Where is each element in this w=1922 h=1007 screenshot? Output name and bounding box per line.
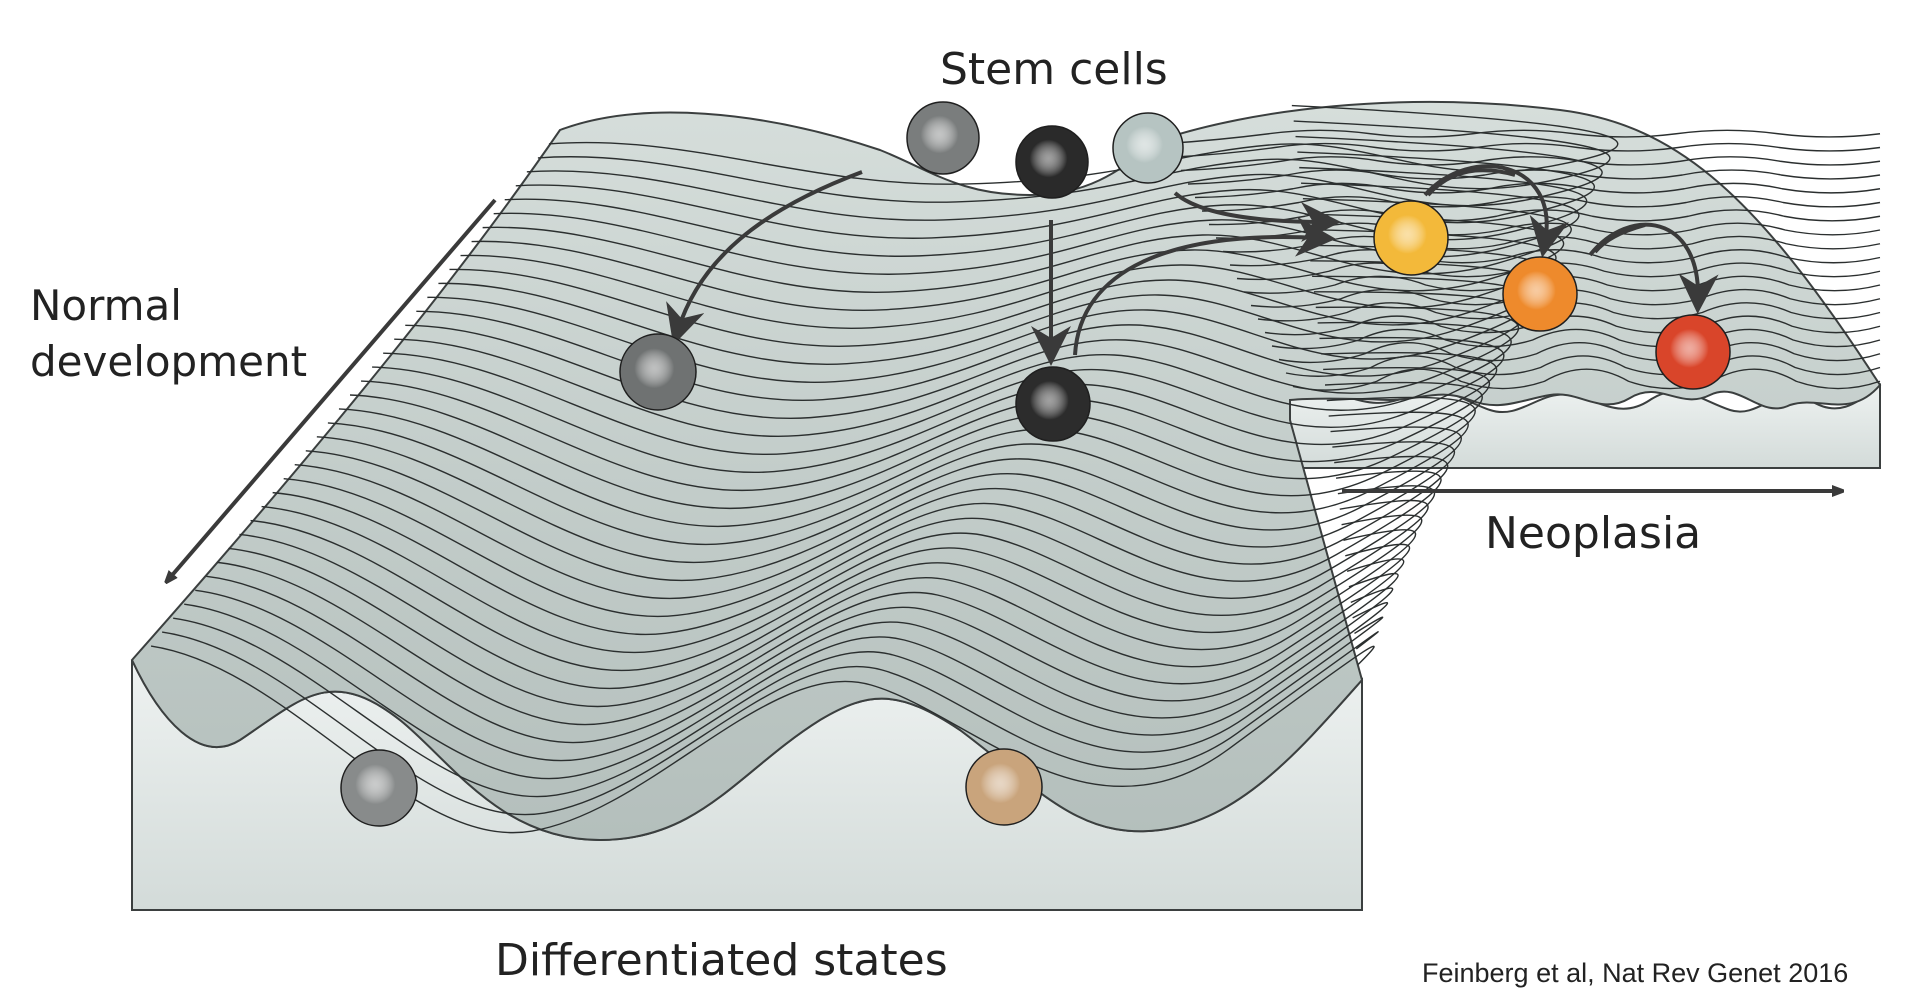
contour-line [283, 470, 1442, 618]
arrow-stem-to-progenitor-gray [666, 170, 863, 346]
neoplastic-yellow-shading [1375, 202, 1447, 274]
arrow-stem-light-to-neoplastic [1173, 191, 1341, 242]
contour-line [206, 572, 1399, 744]
contour-line [1194, 182, 1881, 199]
cells [340, 101, 1731, 827]
contour-lines [150, 104, 1881, 834]
contour-line [261, 499, 1429, 654]
progenitor-gray-shading [621, 335, 695, 409]
contour-line [504, 166, 1588, 257]
differentiated-gray-shading [342, 751, 416, 825]
contour-line [482, 197, 1572, 293]
arrow-progenitor-to-neoplastic [1073, 216, 1336, 356]
contour-line [217, 558, 1405, 726]
contour-line [1180, 156, 1881, 172]
stem-cell-light-shading [1114, 114, 1182, 182]
contour-line [1278, 341, 1881, 364]
contour-line [195, 587, 1394, 762]
stem-cell-black-shading [1017, 127, 1087, 197]
contour-line [394, 321, 1512, 438]
contour-line [1264, 315, 1881, 336]
progenitor-black-shading [1017, 368, 1089, 440]
contour-line [493, 182, 1580, 275]
citation-label: Feinberg et al, Nat Rev Genet 2016 [1422, 958, 1849, 988]
contour-line [250, 514, 1423, 672]
normal-development-arrow [168, 198, 497, 580]
contour-line [372, 352, 1498, 474]
stem-cell-gray-shading [908, 103, 978, 173]
stem-cells-label: Stem cells [940, 44, 1168, 95]
differentiated-states-label: Differentiated states [495, 935, 948, 986]
contour-line [1166, 129, 1881, 145]
normal-development-label: Normal development [30, 281, 308, 386]
contour-line [173, 616, 1384, 798]
contour-line [460, 229, 1557, 330]
contour-line [272, 485, 1435, 636]
contour-line [1187, 169, 1881, 185]
contour-line [1285, 355, 1881, 377]
transition-arrows [666, 164, 1719, 366]
contour-line [1271, 328, 1881, 350]
neoplastic-orange-shading [1504, 258, 1576, 330]
contour-line [537, 120, 1611, 203]
arrow-yellow-loop [1426, 168, 1516, 197]
contour-line [327, 411, 1469, 546]
contour-line [548, 104, 1619, 185]
contour-line [1292, 368, 1881, 391]
contour-line [305, 441, 1456, 582]
differentiated-tan-shading [967, 750, 1041, 824]
arrow-red-to-orange-back [1593, 223, 1646, 254]
neoplastic-red-shading [1657, 316, 1729, 388]
contour-line [239, 529, 1417, 690]
contour-line [184, 601, 1389, 780]
contour-line [1173, 142, 1881, 158]
landscape-surface [130, 100, 1882, 842]
contour-line [515, 151, 1595, 239]
contour-line [228, 543, 1411, 708]
arrow-orange-to-red [1588, 222, 1719, 314]
neoplasia-label: Neoplasia [1485, 508, 1702, 559]
